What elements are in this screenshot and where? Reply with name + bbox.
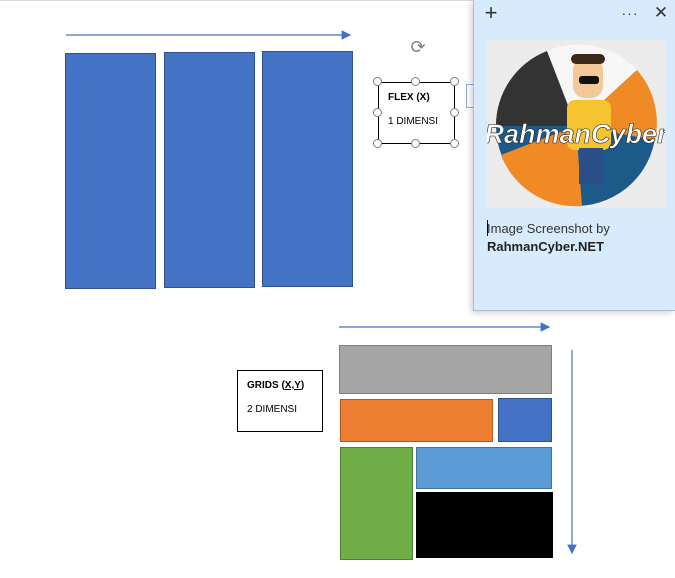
grid-item-blue[interactable] — [498, 398, 552, 442]
resize-handle-w[interactable] — [373, 108, 382, 117]
note-logo-image: RahmanCyber — [484, 40, 669, 208]
close-icon[interactable]: ✕ — [653, 3, 669, 22]
more-icon[interactable]: ··· — [621, 5, 639, 21]
grid-label-title: GRIDS (X,Y) — [247, 380, 305, 391]
resize-handle-n[interactable] — [411, 77, 420, 86]
flex-label-subtitle: 1 DIMENSI — [388, 116, 439, 127]
grid-item-light-blue[interactable] — [416, 447, 552, 489]
grid-label-subtitle: 2 DIMENSI — [247, 404, 298, 415]
note-text[interactable]: Image Screenshot by RahmanCyber.NET — [487, 220, 610, 256]
text-cursor — [487, 220, 488, 236]
flex-item-2[interactable] — [164, 52, 255, 288]
resize-handle-nw[interactable] — [373, 77, 382, 86]
note-text-line2: RahmanCyber.NET — [487, 239, 605, 254]
flex-item-3[interactable] — [262, 51, 353, 287]
logo-text: RahmanCyber — [487, 119, 665, 149]
note-text-line1: Image Screenshot by — [487, 221, 610, 236]
rahmancyber-logo: RahmanCyber — [484, 40, 669, 208]
sticky-note-toolbar: + ··· ✕ — [474, 0, 675, 26]
grid-item-orange[interactable] — [340, 399, 493, 442]
flex-item-1[interactable] — [65, 53, 156, 289]
grid-item-black[interactable] — [416, 492, 553, 558]
flex-label-textbox[interactable]: FLEX (X) 1 DIMENSI — [378, 82, 455, 144]
grid-item-green[interactable] — [340, 447, 413, 560]
resize-handle-e[interactable] — [450, 108, 459, 117]
rotate-handle-icon[interactable]: ⟳ — [410, 37, 426, 57]
sticky-note[interactable]: + ··· ✕ RahmanCyber Image Screensh — [473, 0, 675, 311]
grid-item-gray[interactable] — [339, 345, 552, 394]
grid-label-textbox[interactable]: GRIDS (X,Y) 2 DIMENSI — [237, 370, 323, 432]
plus-icon[interactable]: + — [484, 0, 498, 25]
top-divider — [0, 0, 675, 1]
resize-handle-se[interactable] — [450, 139, 459, 148]
resize-handle-s[interactable] — [411, 139, 420, 148]
resize-handle-sw[interactable] — [373, 139, 382, 148]
resize-handle-ne[interactable] — [450, 77, 459, 86]
flex-label-title: FLEX (X) — [388, 92, 430, 103]
